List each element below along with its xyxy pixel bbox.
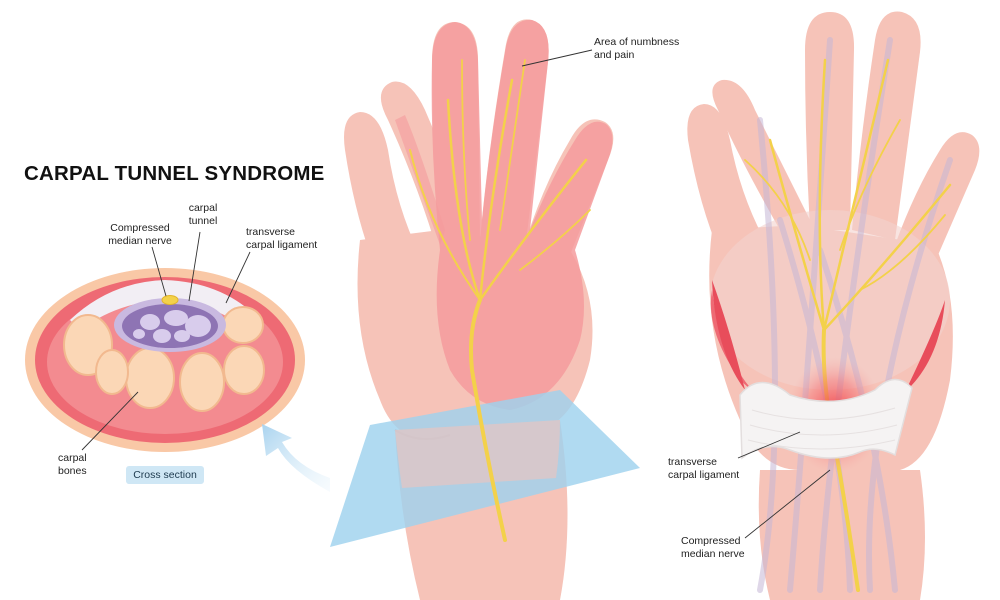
label-compressed-median-nerve: Compressed median nerve [108, 222, 172, 247]
page-title: CARPAL TUNNEL SYNDROME [24, 162, 325, 185]
label-transverse-carpal-ligament-right: transverse carpal ligament [668, 456, 740, 481]
arrow-to-cross-section [262, 424, 330, 492]
compressed-median-nerve-dot [161, 295, 179, 305]
transverse-carpal-ligament [739, 378, 913, 460]
label-transverse-carpal-ligament-left: transverse carpal ligament [246, 226, 318, 251]
carpal-bones [63, 306, 265, 412]
thenar-muscle [710, 290, 760, 398]
label-compressed-median-nerve-right: Compressed median nerve [681, 535, 745, 560]
label-carpal-tunnel: carpal tunnel [188, 202, 218, 227]
cross-section-caption: Cross section [126, 466, 204, 484]
middle-hand [330, 19, 640, 600]
carpal-tunnel [114, 298, 226, 352]
right-hand [687, 11, 980, 600]
cross-section [25, 231, 305, 452]
median-nerve-middle [409, 59, 591, 542]
label-area-of-numbness: Area of numbness and pain [594, 36, 680, 61]
cross-section-ligament [70, 280, 258, 330]
label-carpal-bones: carpal bones [58, 452, 87, 477]
